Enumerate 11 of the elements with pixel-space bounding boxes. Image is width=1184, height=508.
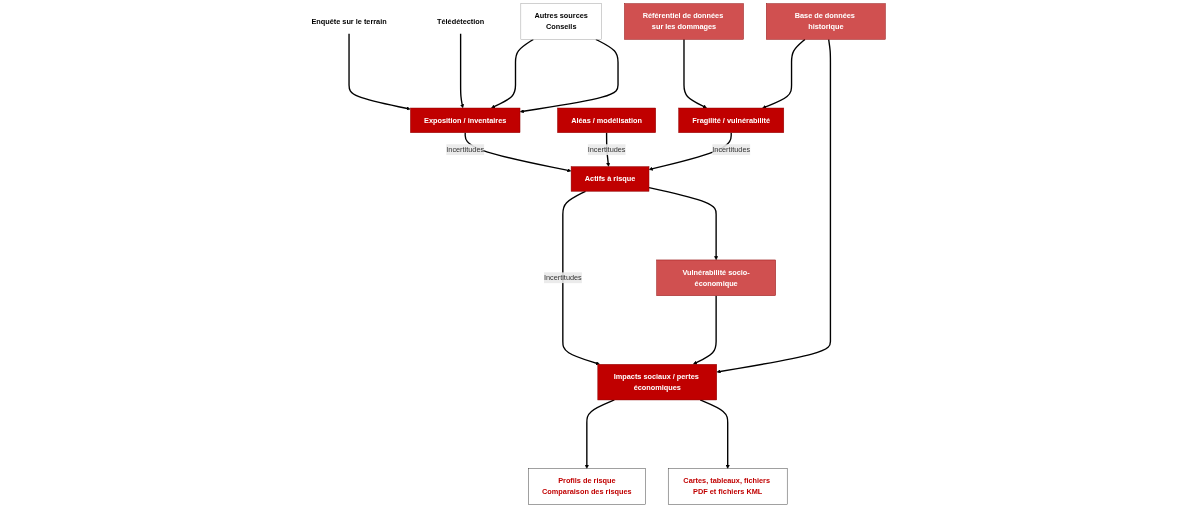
arrow bbox=[460, 33, 465, 109]
arrow bbox=[762, 38, 807, 109]
arrow bbox=[693, 294, 718, 365]
arrow bbox=[700, 399, 731, 469]
arrow bbox=[683, 38, 708, 109]
arrow bbox=[562, 190, 601, 366]
arrow bbox=[717, 38, 832, 374]
arrow bbox=[348, 33, 412, 111]
arrow bbox=[491, 38, 535, 109]
arrow bbox=[648, 187, 719, 261]
arrow bbox=[520, 38, 620, 114]
